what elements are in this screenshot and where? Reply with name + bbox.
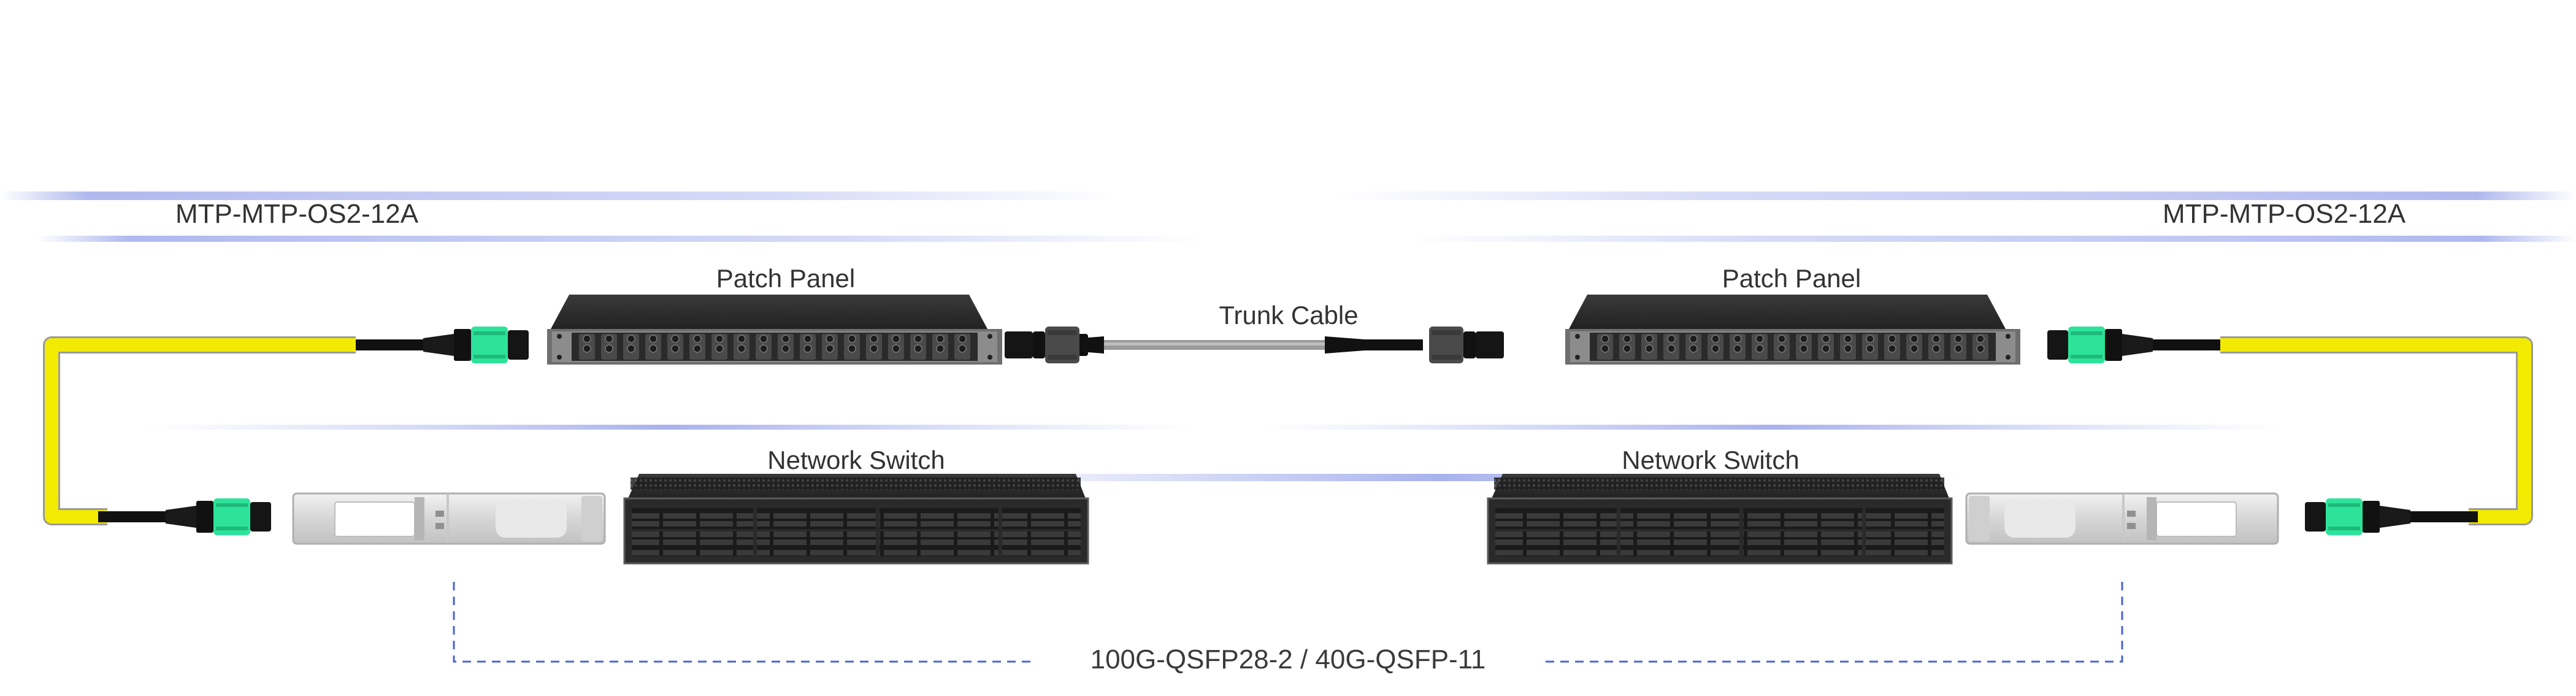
port-hole bbox=[1822, 334, 1830, 343]
port-hole bbox=[649, 344, 657, 353]
port-hole bbox=[1954, 344, 1963, 353]
port-hole bbox=[892, 344, 900, 353]
port-hole bbox=[627, 334, 635, 343]
port-hole bbox=[1976, 334, 1985, 343]
right-fiber-cable bbox=[2220, 336, 2533, 525]
transceiver-label: 100G-QSFP28-2 / 40G-QSFP-11 bbox=[1090, 644, 1486, 675]
port-hole bbox=[583, 334, 591, 343]
port-hole bbox=[649, 334, 657, 343]
network-switch-icon bbox=[1487, 474, 1953, 565]
network-switch-label-left: Network Switch bbox=[767, 446, 945, 474]
port-hole bbox=[1645, 344, 1654, 353]
port-hole bbox=[1777, 334, 1786, 343]
network-switch-label-right: Network Switch bbox=[1622, 446, 1800, 474]
port-hole bbox=[914, 334, 922, 343]
port-hole bbox=[1733, 334, 1742, 343]
port-hole bbox=[715, 344, 724, 353]
patch-panel-label-left: Patch Panel bbox=[716, 264, 856, 293]
port-hole bbox=[914, 344, 922, 353]
cable-label-left: MTP-MTP-OS2-12A bbox=[175, 199, 419, 229]
port-hole bbox=[605, 344, 613, 353]
background-streaks bbox=[0, 191, 2576, 481]
patch-panel-icon bbox=[547, 295, 1002, 365]
port-hole bbox=[958, 344, 967, 353]
port-hole bbox=[1800, 334, 1808, 343]
port-hole bbox=[1800, 344, 1808, 353]
port-hole bbox=[1844, 334, 1852, 343]
port-hole bbox=[1755, 344, 1764, 353]
port-hole bbox=[1711, 334, 1720, 343]
port-hole bbox=[759, 334, 768, 343]
port-hole bbox=[1888, 344, 1896, 353]
port-hole bbox=[1689, 344, 1698, 353]
port-hole bbox=[1932, 344, 1941, 353]
port-hole bbox=[1667, 334, 1676, 343]
port-hole bbox=[1932, 334, 1941, 343]
port-hole bbox=[1667, 344, 1676, 353]
port-hole bbox=[1888, 334, 1896, 343]
port-hole bbox=[627, 344, 635, 353]
port-hole bbox=[958, 334, 967, 343]
trunk-cable-icon bbox=[1005, 327, 1504, 363]
mtp-connector-icon bbox=[2047, 327, 2220, 363]
port-hole bbox=[1601, 344, 1609, 353]
port-hole bbox=[1733, 344, 1742, 353]
qsfp-transceiver-icon bbox=[1965, 492, 2279, 545]
port-hole bbox=[1711, 344, 1720, 353]
port-hole bbox=[781, 334, 790, 343]
port-hole bbox=[936, 334, 945, 343]
port-hole bbox=[803, 334, 812, 343]
port-hole bbox=[1822, 344, 1830, 353]
patch-panel-label-right: Patch Panel bbox=[1722, 264, 1861, 293]
port-hole bbox=[759, 344, 768, 353]
port-hole bbox=[693, 344, 702, 353]
port-hole bbox=[1623, 334, 1631, 343]
port-hole bbox=[936, 344, 945, 353]
port-hole bbox=[583, 344, 591, 353]
port-hole bbox=[1844, 344, 1852, 353]
port-hole bbox=[1866, 334, 1874, 343]
port-hole bbox=[605, 334, 613, 343]
mtp-connector-icon bbox=[356, 327, 529, 363]
port-hole bbox=[715, 334, 724, 343]
port-hole bbox=[892, 334, 900, 343]
port-hole bbox=[870, 334, 878, 343]
mtp-connector-icon bbox=[2305, 498, 2478, 535]
port-hole bbox=[1976, 344, 1985, 353]
port-hole bbox=[1866, 344, 1874, 353]
port-hole bbox=[848, 344, 856, 353]
port-hole bbox=[1601, 334, 1609, 343]
port-hole bbox=[737, 334, 746, 343]
cable-label-right: MTP-MTP-OS2-12A bbox=[2163, 199, 2406, 229]
port-hole bbox=[737, 344, 746, 353]
port-hole bbox=[1623, 344, 1631, 353]
patch-panel-icon bbox=[1565, 295, 2020, 365]
network-switch-icon bbox=[623, 474, 1089, 565]
qsfp-transceiver-icon bbox=[292, 492, 606, 545]
port-hole bbox=[1910, 334, 1919, 343]
port-hole bbox=[803, 344, 812, 353]
port-hole bbox=[1910, 344, 1919, 353]
trunk-cable-label: Trunk Cable bbox=[1219, 301, 1359, 330]
port-hole bbox=[870, 344, 878, 353]
port-hole bbox=[1645, 334, 1654, 343]
mtp-connector-icon bbox=[98, 498, 271, 535]
port-hole bbox=[1777, 344, 1786, 353]
port-hole bbox=[671, 344, 680, 353]
port-hole bbox=[826, 344, 834, 353]
port-hole bbox=[1689, 334, 1698, 343]
port-hole bbox=[1954, 334, 1963, 343]
port-hole bbox=[693, 334, 702, 343]
left-fiber-cable bbox=[43, 336, 356, 525]
port-hole bbox=[781, 344, 790, 353]
port-hole bbox=[1755, 334, 1764, 343]
port-hole bbox=[826, 334, 834, 343]
transceiver-bracket bbox=[453, 582, 2123, 663]
port-hole bbox=[848, 334, 856, 343]
port-hole bbox=[671, 334, 680, 343]
